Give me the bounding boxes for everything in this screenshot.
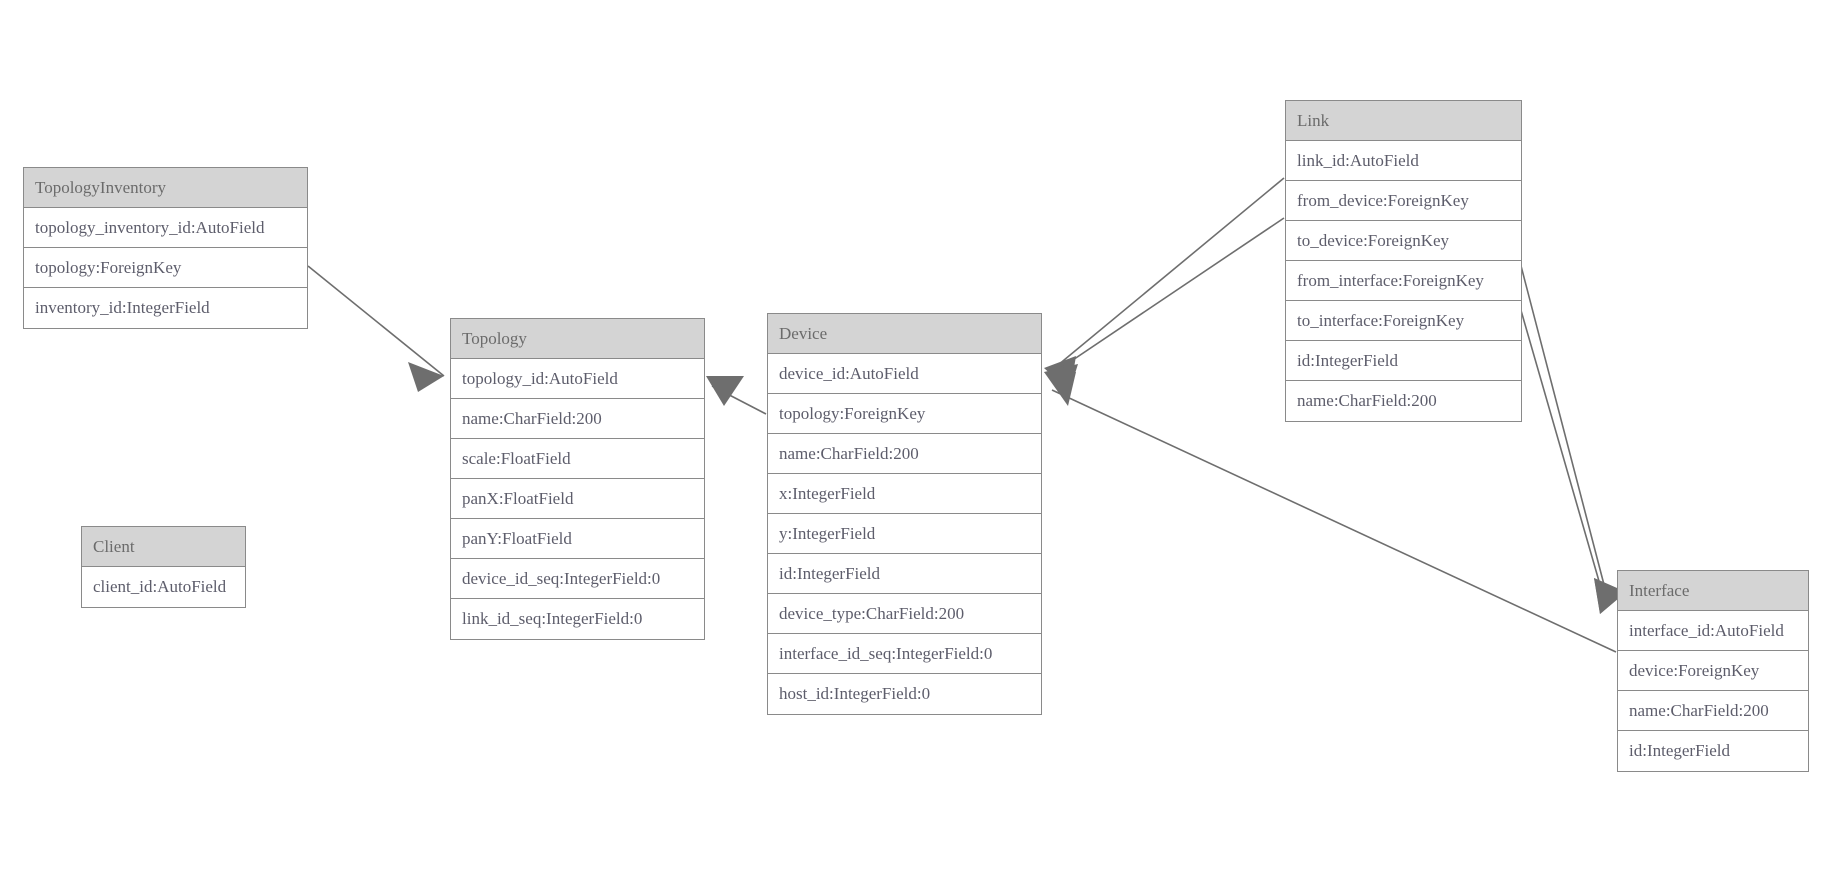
relationship-line: [1517, 299, 1606, 603]
relationship-arrowhead: [1044, 364, 1078, 396]
entity-field-row[interactable]: interface_id:AutoField: [1618, 611, 1808, 651]
entity-field-row[interactable]: interface_id_seq:IntegerField:0: [768, 634, 1041, 674]
entity-field-row[interactable]: device_id_seq:IntegerField:0: [451, 559, 704, 599]
entity-field-row[interactable]: to_interface:ForeignKey: [1286, 301, 1521, 341]
entity-title-interface: Interface: [1618, 571, 1808, 611]
entity-field-row[interactable]: device:ForeignKey: [1618, 651, 1808, 691]
relationship-link-to-interface: [1517, 299, 1626, 614]
relationship-line: [1051, 177, 1285, 371]
relationship-arrowhead: [706, 376, 744, 406]
entity-field-row[interactable]: topology:ForeignKey: [24, 248, 307, 288]
entity-field-row[interactable]: panY:FloatField: [451, 519, 704, 559]
entity-box-client[interactable]: Client client_id:AutoField: [81, 526, 246, 608]
relationship-line: [1519, 261, 1609, 601]
entity-field-row[interactable]: panX:FloatField: [451, 479, 704, 519]
entity-field-row[interactable]: id:IntegerField: [1629, 741, 1731, 760]
entity-title-link: Link: [1286, 101, 1521, 141]
relationship-arrowhead: [1044, 356, 1076, 392]
entity-field-row[interactable]: from_interface:ForeignKey: [1286, 261, 1521, 301]
entity-field-row[interactable]: id:IntegerField: [768, 554, 1041, 594]
entity-title-client: Client: [82, 527, 245, 567]
relationship-link-to-device: [1044, 217, 1285, 396]
entity-field-row[interactable]: name:CharField:200: [768, 434, 1041, 474]
relationship-line: [1051, 217, 1285, 375]
relationship-line: [711, 385, 767, 415]
entity-fields-client: client_id:AutoField: [82, 567, 245, 607]
entity-field-row[interactable]: name:CharField:200: [451, 399, 704, 439]
entity-title-topology_inventory: TopologyInventory: [24, 168, 307, 208]
entity-field-row[interactable]: topology_inventory_id:AutoField: [24, 208, 307, 248]
relationship-link-from-device: [1044, 177, 1285, 392]
relationship-arrowhead: [1044, 372, 1076, 406]
entity-field-row[interactable]: id:IntegerField: [1286, 341, 1521, 381]
entity-field-row[interactable]: inventory_id:IntegerField: [35, 298, 210, 317]
entity-field-row[interactable]: host_id:IntegerField:0: [779, 684, 931, 703]
entity-field-row[interactable]: name:CharField:200: [1618, 691, 1808, 731]
relationship-link-from-interface: [1519, 261, 1626, 614]
entity-field-row[interactable]: link_id:AutoField: [1286, 141, 1521, 181]
entity-field-row[interactable]: topology:ForeignKey: [768, 394, 1041, 434]
relationship-device-topology: [706, 376, 767, 415]
relationship-arrowhead: [408, 362, 444, 392]
entity-field-row[interactable]: x:IntegerField: [768, 474, 1041, 514]
relationship-topologyinventory-topology: [307, 265, 445, 392]
entity-field-row[interactable]: to_device:ForeignKey: [1286, 221, 1521, 261]
entity-field-row[interactable]: from_device:ForeignKey: [1286, 181, 1521, 221]
entity-field-row[interactable]: device_id:AutoField: [768, 354, 1041, 394]
entity-field-row[interactable]: link_id_seq:IntegerField:0: [462, 609, 643, 628]
relationship-line: [1051, 389, 1617, 653]
entity-title-topology: Topology: [451, 319, 704, 359]
entity-field-row[interactable]: topology_id:AutoField: [451, 359, 704, 399]
entity-field-row[interactable]: client_id:AutoField: [93, 577, 227, 596]
entity-field-row[interactable]: name:CharField:200: [1297, 391, 1437, 410]
entity-field-row[interactable]: y:IntegerField: [768, 514, 1041, 554]
entity-field-row[interactable]: device_type:CharField:200: [768, 594, 1041, 634]
entity-field-row[interactable]: scale:FloatField: [451, 439, 704, 479]
relationship-line: [307, 265, 445, 377]
entity-title-device: Device: [768, 314, 1041, 354]
